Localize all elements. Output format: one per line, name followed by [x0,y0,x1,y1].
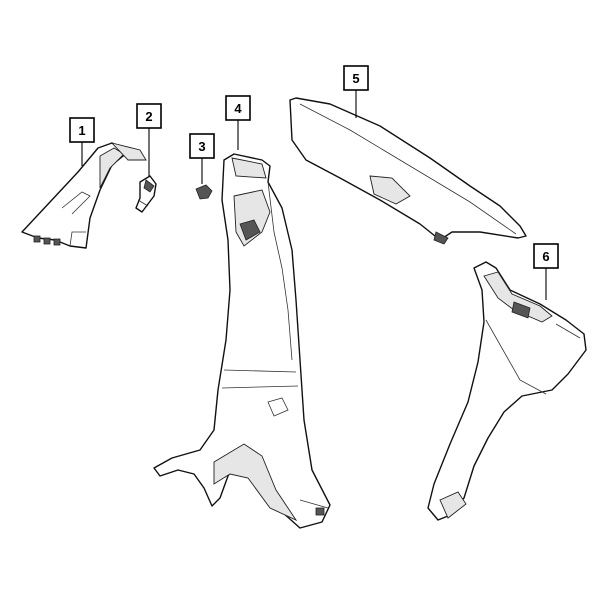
part-6-c-pillar-trim [427,261,587,521]
callout-6: 6 [533,243,559,269]
callout-label-3: 3 [198,139,205,154]
part-5-roof-rail-trim [289,97,527,245]
part-2-push-pin-fastener [135,175,157,213]
callout-2: 2 [136,103,162,129]
callout-5: 5 [343,65,369,91]
part-3-retainer-clip [195,184,213,200]
callout-1: 1 [69,117,95,143]
callout-label-1: 1 [78,123,85,138]
callout-3: 3 [189,133,215,159]
part-4-b-pillar-trim [153,153,331,529]
callout-label-4: 4 [234,101,242,116]
callout-label-2: 2 [145,109,152,124]
leader-lines [81,90,547,300]
callout-label-5: 5 [352,71,359,86]
part-1-a-pillar-trim [21,142,147,249]
callout-4: 4 [225,95,251,121]
callout-label-6: 6 [542,249,549,264]
